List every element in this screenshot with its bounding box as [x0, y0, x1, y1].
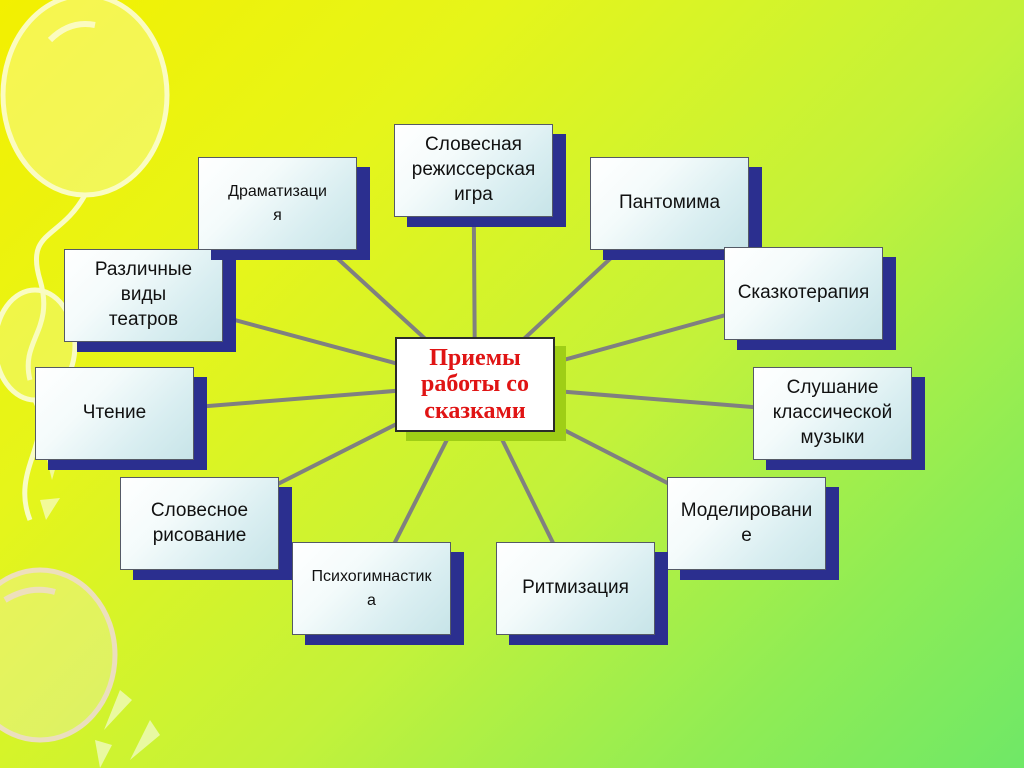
technique-box-verbal-drawing: Словесное рисование — [120, 477, 279, 570]
technique-box-listening-classical-music: Слушание классической музыки — [753, 367, 912, 460]
technique-box-modeling: Моделировани е — [667, 477, 826, 570]
technique-box-psycho-gymnastics: Психогимнастик а — [292, 542, 451, 635]
technique-box-theater-types: Различные виды театров — [64, 249, 223, 342]
center-topic-box: Приемы работы со сказками — [395, 337, 555, 432]
technique-box-verbal-directing-game: Словесная режиссерская игра — [394, 124, 553, 217]
technique-box-pantomime: Пантомима — [590, 157, 749, 250]
technique-box-fairytale-therapy: Сказкотерапия — [724, 247, 883, 340]
technique-box-dramatization: Драматизаци я — [198, 157, 357, 250]
technique-box-rhythmization: Ритмизация — [496, 542, 655, 635]
technique-box-reading: Чтение — [35, 367, 194, 460]
